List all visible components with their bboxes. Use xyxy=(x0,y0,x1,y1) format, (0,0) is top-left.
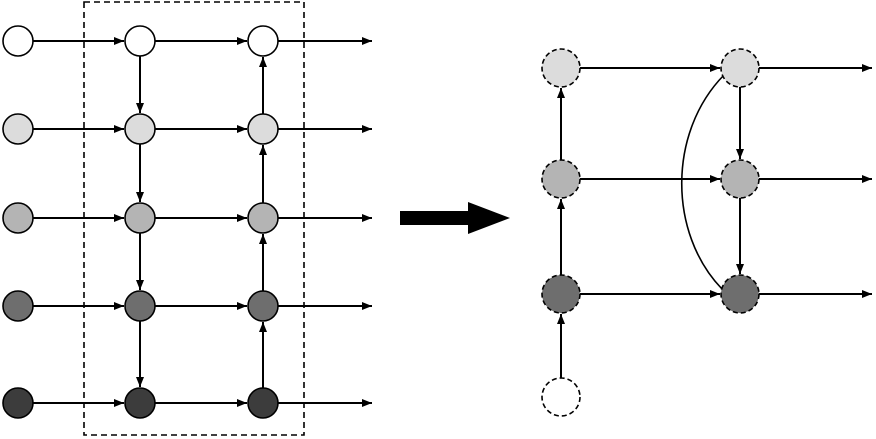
merged-node xyxy=(541,274,581,314)
grid-node xyxy=(124,290,156,322)
grid-node xyxy=(247,113,279,145)
merged-node xyxy=(541,48,581,88)
merged-node xyxy=(720,159,760,199)
grid-node xyxy=(247,25,279,57)
source-node xyxy=(541,377,581,417)
right-graph xyxy=(541,48,872,417)
left-grid xyxy=(2,25,372,419)
grid-node xyxy=(2,387,34,419)
transform-arrow xyxy=(400,202,510,234)
merged-node xyxy=(720,48,760,88)
merged-node xyxy=(720,274,760,314)
selection-box xyxy=(83,1,305,436)
grid-node xyxy=(124,25,156,57)
grid-node xyxy=(2,290,34,322)
grid-node xyxy=(247,387,279,419)
grid-node xyxy=(247,290,279,322)
grid-node xyxy=(247,202,279,234)
grid-node xyxy=(2,113,34,145)
grid-node xyxy=(2,25,34,57)
grid-node xyxy=(2,202,34,234)
bypass-edge xyxy=(681,74,725,290)
grid-node xyxy=(124,202,156,234)
grid-node xyxy=(124,387,156,419)
merged-node xyxy=(541,159,581,199)
grid-node xyxy=(124,113,156,145)
